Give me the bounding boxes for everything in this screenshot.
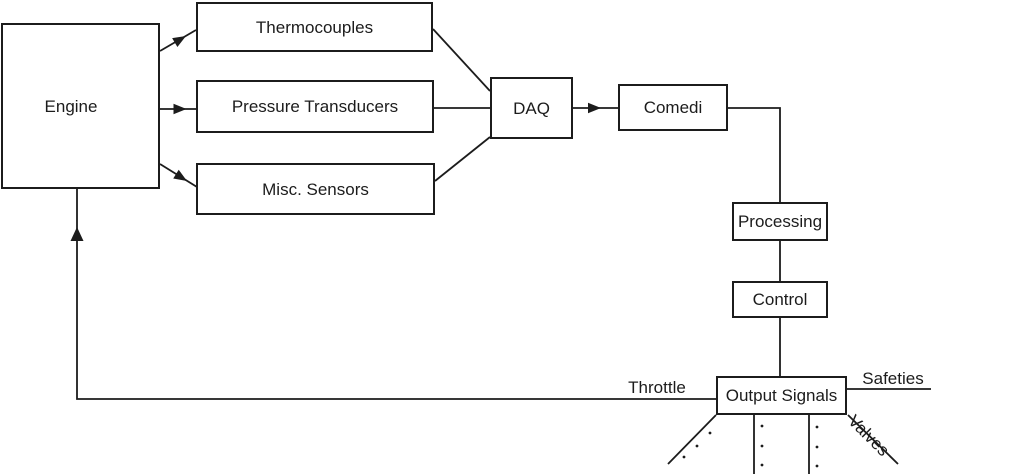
arrowhead-feedback-to-engine (70, 227, 84, 241)
node-comedi-label: Comedi (643, 98, 703, 117)
node-control-label: Control (752, 290, 808, 309)
arrowhead-engine-to-misc-sensors (173, 169, 187, 181)
arrowhead-engine-to-pressure-transducers (173, 103, 187, 115)
node-output-signals: Output Signals (716, 376, 847, 415)
edge-output-signals-to-engine-throttle-feedback (76, 189, 716, 400)
ellipsis-dot (695, 444, 699, 448)
edge-output-signals-valves (847, 414, 899, 465)
arrowheads-and-dots (70, 36, 819, 468)
ellipsis-dot (815, 425, 819, 429)
node-output-signals-label: Output Signals (725, 386, 838, 405)
safeties-edge-label: Safeties (862, 369, 924, 388)
node-thermocouples: Thermocouples (196, 2, 433, 52)
ellipsis-dot (815, 464, 819, 468)
node-control: Control (732, 281, 828, 318)
node-processing-label: Processing (737, 212, 823, 231)
edge-output-signals-diagonal-left (667, 414, 717, 465)
node-comedi: Comedi (618, 84, 728, 131)
node-misc-sensors-label: Misc. Sensors (262, 179, 369, 199)
node-pressure-transducers-label: Pressure Transducers (231, 97, 399, 116)
edge-lines (76, 28, 931, 474)
node-processing: Processing (732, 202, 828, 241)
node-engine-label: Engine (44, 96, 98, 116)
edge-comedi-to-processing (728, 107, 781, 202)
ellipsis-dot (760, 424, 764, 428)
node-engine: Engine (1, 23, 160, 189)
node-daq: DAQ (490, 77, 573, 139)
ellipsis-dot (760, 463, 764, 467)
node-daq-label: DAQ (513, 98, 550, 118)
ellipsis-dot (682, 455, 686, 459)
arrowhead-engine-to-thermocouples (172, 36, 186, 48)
edge-misc-sensors-to-daq (434, 136, 491, 182)
ellipsis-dot (760, 444, 764, 448)
node-pressure-transducers: Pressure Transducers (196, 80, 434, 133)
ellipsis-dot (815, 445, 819, 449)
arrowhead-daq-to-comedi (588, 102, 601, 114)
throttle-edge-label: Throttle (628, 378, 686, 397)
node-misc-sensors: Misc. Sensors (196, 163, 435, 215)
node-thermocouples-label: Thermocouples (255, 17, 374, 37)
edge-thermocouples-to-daq (432, 28, 491, 92)
ellipsis-dot (708, 431, 712, 435)
